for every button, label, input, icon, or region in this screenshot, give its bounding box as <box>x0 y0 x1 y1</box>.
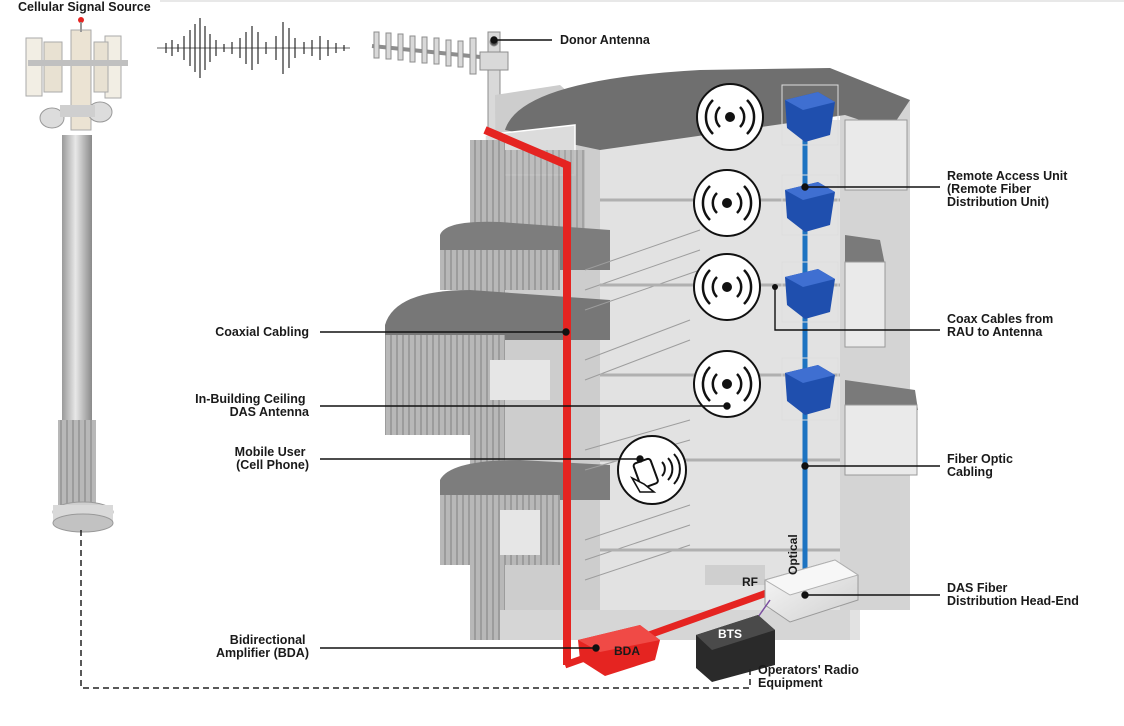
cell-tower-icon <box>25 17 128 533</box>
rau-3 <box>781 261 839 323</box>
label-remote-access-unit: Remote Access Unit (Remote Fiber Distrib… <box>947 169 1071 209</box>
bda-tag: BDA <box>614 644 640 658</box>
label-ceiling-antenna: In-Building Ceiling DAS Antenna <box>195 392 310 419</box>
label-coax-rau: Coax Cables from RAU to Antenna <box>947 312 1057 339</box>
label-donor-antenna: Donor Antenna <box>560 33 651 47</box>
callout-lines <box>320 36 940 652</box>
ceiling-antenna-icon <box>693 83 764 418</box>
yagi-antenna-icon <box>371 31 509 133</box>
label-bda: Bidirectional Amplifier (BDA) <box>216 633 309 660</box>
bts-unit <box>696 615 775 682</box>
rau-1 <box>781 84 839 146</box>
bda-unit <box>578 625 660 676</box>
rau-4 <box>781 357 839 421</box>
tower-to-bts-dashed-link <box>80 530 751 689</box>
building <box>385 68 918 640</box>
optical-tag: Optical <box>786 534 800 575</box>
label-coaxial-cabling: Coaxial Cabling <box>215 325 309 339</box>
label-operators: Operators' Radio Equipment <box>758 663 862 690</box>
coax-rau-to-antenna-line <box>774 287 940 331</box>
label-fiber-optic: Fiber Optic Cabling <box>947 452 1016 479</box>
das-head-end <box>763 559 860 623</box>
bts-tag: BTS <box>718 627 742 641</box>
label-mobile-user: Mobile User (Cell Phone) <box>235 445 309 472</box>
signal-wave-icon <box>157 18 350 78</box>
rf-tag: RF <box>742 575 758 589</box>
remote-access-units <box>781 84 839 421</box>
cell-phone-icon <box>617 435 687 505</box>
label-cellular-source: Cellular Signal Source <box>18 0 151 14</box>
label-das-headend: DAS Fiber Distribution Head-End <box>947 581 1079 608</box>
